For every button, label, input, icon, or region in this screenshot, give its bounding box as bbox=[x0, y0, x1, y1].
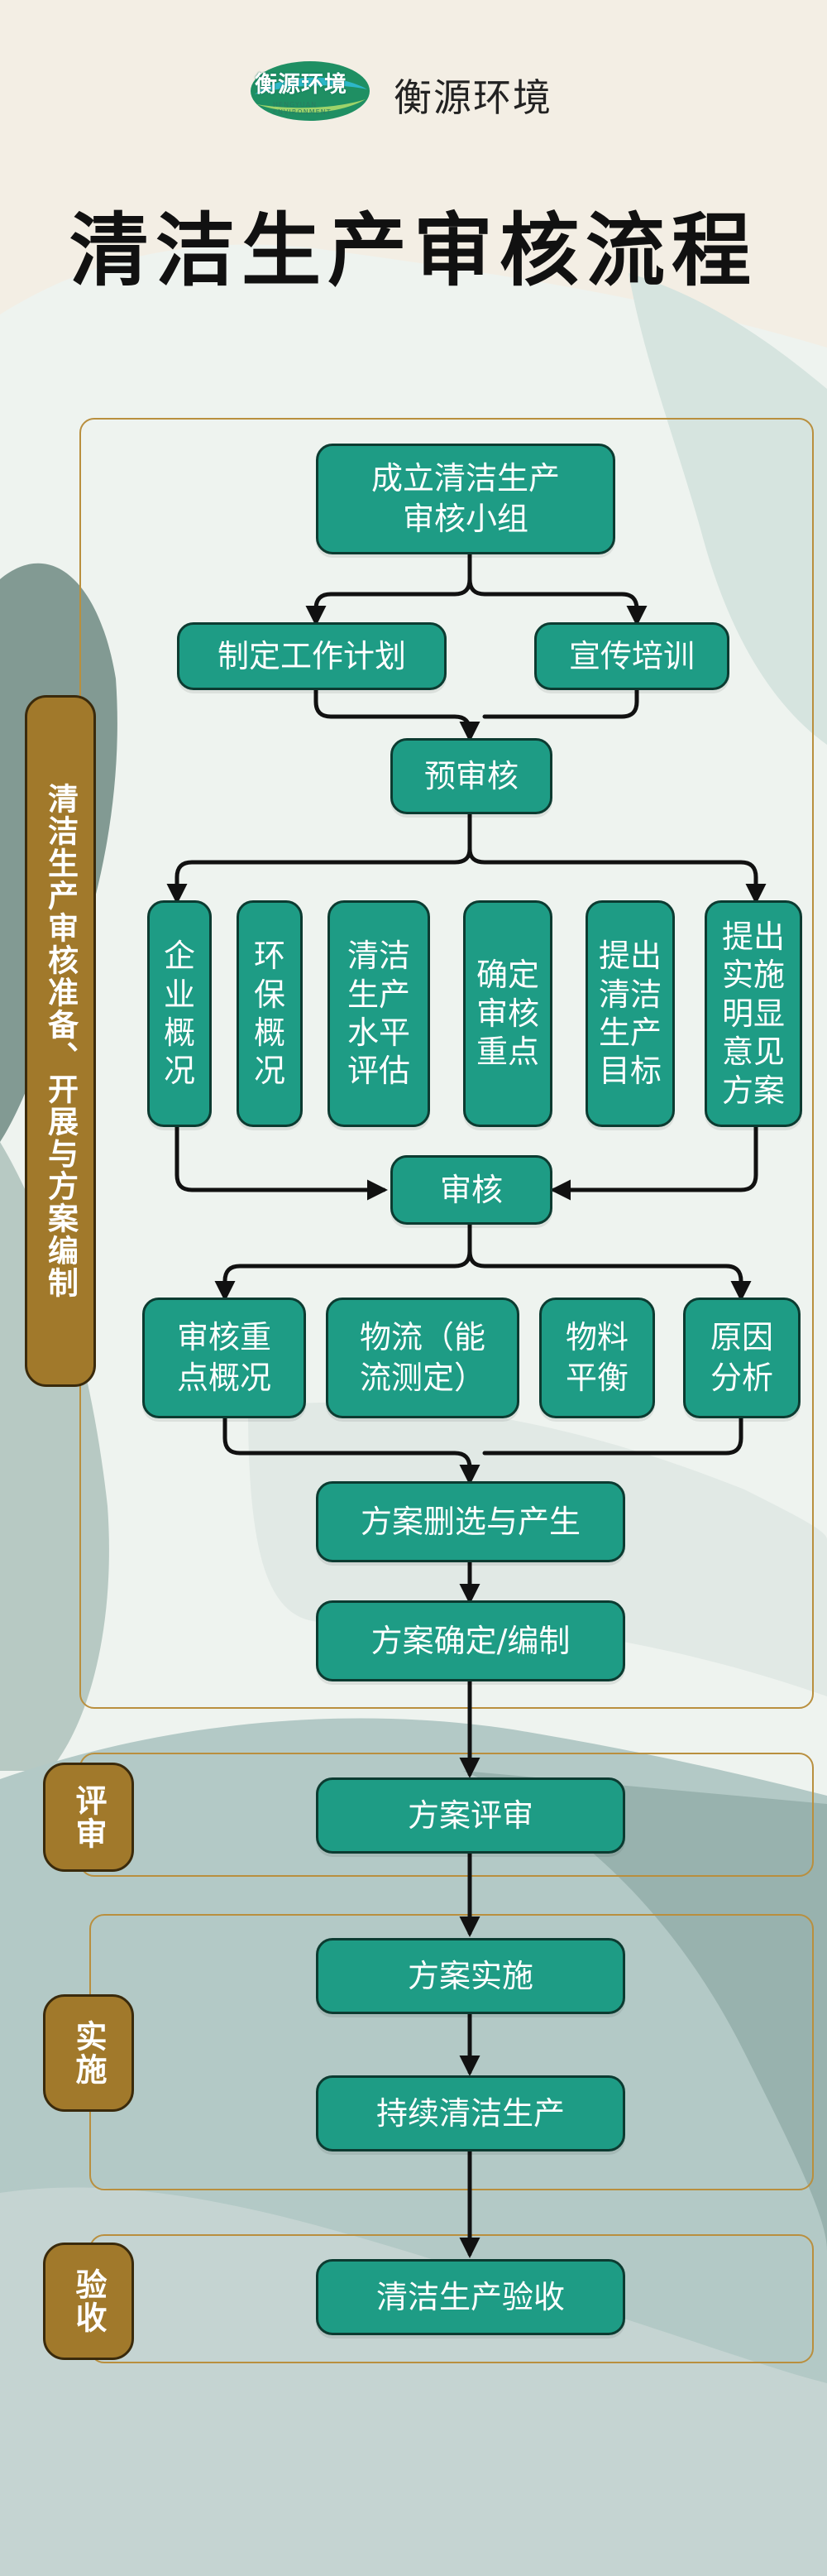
arrow-opinion-to-audit bbox=[550, 1125, 758, 1201]
node-material: 物料 平衡 bbox=[539, 1298, 655, 1418]
node-continue: 持续清洁生产 bbox=[316, 2075, 625, 2151]
arrow-focus-to-screen bbox=[222, 1416, 480, 1485]
phase-prep: 清洁生产审核准备、开展与方案编制 bbox=[25, 695, 96, 1387]
node-company: 企业 概况 bbox=[147, 900, 212, 1127]
node-plan: 制定工作计划 bbox=[177, 622, 447, 690]
node-team: 成立清洁生产 审核小组 bbox=[316, 444, 615, 554]
arrow-preaudit-split-left bbox=[166, 812, 472, 904]
node-train: 宣传培训 bbox=[534, 622, 729, 690]
arrow-audit-split-right bbox=[467, 1249, 752, 1302]
page-title: 清洁生产审核流程 bbox=[69, 204, 758, 297]
arrow-preaudit-split-right bbox=[467, 847, 767, 904]
node-level: 清洁 生产 水平 评估 bbox=[327, 900, 430, 1127]
arrow-plan-to-preaudit bbox=[313, 688, 480, 742]
node-audit: 审核 bbox=[390, 1155, 552, 1225]
arrow-audit-split-left bbox=[214, 1222, 472, 1302]
phase-implement: 实施 bbox=[43, 1994, 134, 2112]
node-confirm: 方案确定/编制 bbox=[316, 1600, 625, 1681]
node-env: 环保 概况 bbox=[237, 900, 303, 1127]
node-logistics: 物流（能 流测定） bbox=[326, 1298, 519, 1418]
node-evaluate: 方案评审 bbox=[316, 1777, 625, 1854]
logo-text: 衡源环境 bbox=[255, 72, 347, 98]
arrow-team-to-plan bbox=[305, 552, 472, 626]
node-goal: 提出 清洁 生产 目标 bbox=[586, 900, 675, 1127]
arrow-train-to-preaudit bbox=[482, 688, 639, 719]
node-focus-overview: 审核重 点概况 bbox=[142, 1298, 306, 1418]
node-accept: 清洁生产验收 bbox=[316, 2259, 625, 2335]
arrow-team-to-train bbox=[467, 577, 648, 626]
arrow-company-to-audit bbox=[174, 1125, 388, 1201]
node-execute: 方案实施 bbox=[316, 1938, 625, 2014]
logo-swoosh-icon bbox=[251, 61, 370, 121]
brand-name: 衡源环境 bbox=[394, 75, 552, 120]
phase-accept: 验收 bbox=[43, 2243, 134, 2360]
logo-subtext: HENGYUAN ENVIRONMENT bbox=[273, 101, 332, 116]
node-screen: 方案删选与产生 bbox=[316, 1481, 625, 1562]
node-pre-audit: 预审核 bbox=[390, 738, 552, 814]
phase-review: 评审 bbox=[43, 1763, 134, 1872]
logo-mark: 衡源环境 HENGYUAN ENVIRONMENT bbox=[248, 56, 372, 126]
node-opinion: 提出 实施 明显 意见 方案 bbox=[705, 900, 802, 1127]
arrow-cause-to-screen bbox=[482, 1416, 743, 1456]
brand-logo: 衡源环境 HENGYUAN ENVIRONMENT 衡源环境 bbox=[248, 56, 595, 126]
node-cause: 原因 分析 bbox=[683, 1298, 801, 1418]
node-focus: 确定 审核 重点 bbox=[463, 900, 552, 1127]
